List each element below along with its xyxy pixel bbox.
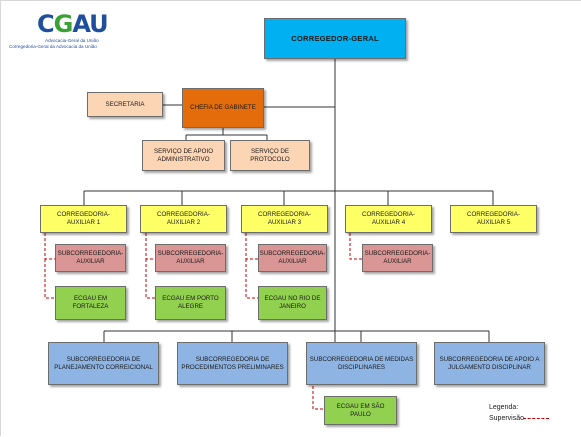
supervision-line-aux3-sub	[245, 233, 258, 260]
logo-mark: CGAU	[37, 10, 109, 38]
servico-apoio-administrativo-box[interactable]: SERVIÇO DE APOIO ADMINISTRATIVO	[142, 140, 225, 171]
corregedor-geral-box[interactable]: CORREGEDOR-GERAL	[264, 18, 406, 59]
legend-supervision-line	[523, 418, 549, 419]
subcorregedoria-planejamento-box[interactable]: SUBCORREGEDORIA DE PLANEJAMENTO CORREICI…	[48, 342, 159, 385]
corregedoria-auxiliar-5-box[interactable]: CORREGEDORIA-AUXILIAR 5	[450, 205, 537, 233]
subcorregedoria-auxiliar-1-box[interactable]: SUBCORREGEDORIA-AUXILIAR	[55, 244, 126, 272]
logo-subtitle-cgau: Corregedoria-Geral da Advocacia da União	[9, 44, 97, 49]
corregedoria-auxiliar-4-box[interactable]: CORREGEDORIA-AUXILIAR 4	[345, 205, 432, 233]
subcorregedoria-auxiliar-3-box[interactable]: SUBCORREGEDORIA-AUXILIAR	[258, 244, 327, 272]
legend-title: Legenda:	[489, 404, 519, 411]
logo-subtitle-agu: Advocacia-Geral da União	[45, 38, 99, 43]
subcorregedoria-auxiliar-2-box[interactable]: SUBCORREGEDORIA-AUXILIAR	[155, 244, 226, 272]
ecgau-rio-de-janeiro-box[interactable]: ECGAU NO RIO DE JANEIRO	[258, 286, 327, 320]
supervision-line-aux2-sub	[145, 233, 155, 260]
servico-protocolo-box[interactable]: SERVIÇO DE PROTOCOLO	[230, 140, 310, 171]
supervision-line-sp	[312, 386, 324, 410]
corregedoria-auxiliar-3-box[interactable]: CORREGEDORIA-AUXILIAR 3	[241, 205, 328, 233]
supervision-line-aux1-sub	[44, 233, 55, 260]
subcorregedoria-medidas-disciplinares-box[interactable]: SUBCORREGEDORIA DE MEDIDAS DISCIPLINARES	[306, 342, 417, 385]
secretaria-box[interactable]: SECRETARIA	[87, 92, 163, 117]
ecgau-sao-paulo-box[interactable]: ECGAU EM SÃO PAULO	[324, 396, 397, 425]
legend-supervision-label: Supervisão	[489, 415, 525, 422]
subcorregedoria-auxiliar-4-box[interactable]: SUBCORREGEDORIA-AUXILIAR	[362, 244, 433, 272]
ecgau-porto-alegre-box[interactable]: ECGAU EM PORTO ALEGRE	[155, 286, 226, 320]
supervision-line-aux1-ecgau	[44, 259, 55, 299]
subcorregedoria-procedimentos-box[interactable]: SUBCORREGEDORIA DE PROCEDIMENTOS PRELIMI…	[177, 342, 288, 385]
supervision-line-aux4-sub	[349, 233, 362, 260]
legend: Legenda: Supervisão	[489, 404, 579, 428]
supervision-line-aux2-ecgau	[145, 259, 155, 299]
chefia-de-gabinete-box[interactable]: CHEFIA DE GABINETE	[182, 88, 264, 128]
supervision-line-aux3-ecgau	[245, 259, 258, 299]
subcorregedoria-apoio-julgamento-box[interactable]: SUBCORREGEDORIA DE APOIO A JULGAMENTO DI…	[434, 342, 545, 385]
corregedoria-auxiliar-1-box[interactable]: CORREGEDORIA-AUXILIAR 1	[40, 205, 127, 233]
corregedoria-auxiliar-2-box[interactable]: CORREGEDORIA-AUXILIAR 2	[140, 205, 227, 233]
cgau-logo: CGAU Advocacia-Geral da União Corregedor…	[7, 11, 137, 55]
ecgau-fortaleza-box[interactable]: ECGAU EM FORTALEZA	[55, 286, 126, 320]
